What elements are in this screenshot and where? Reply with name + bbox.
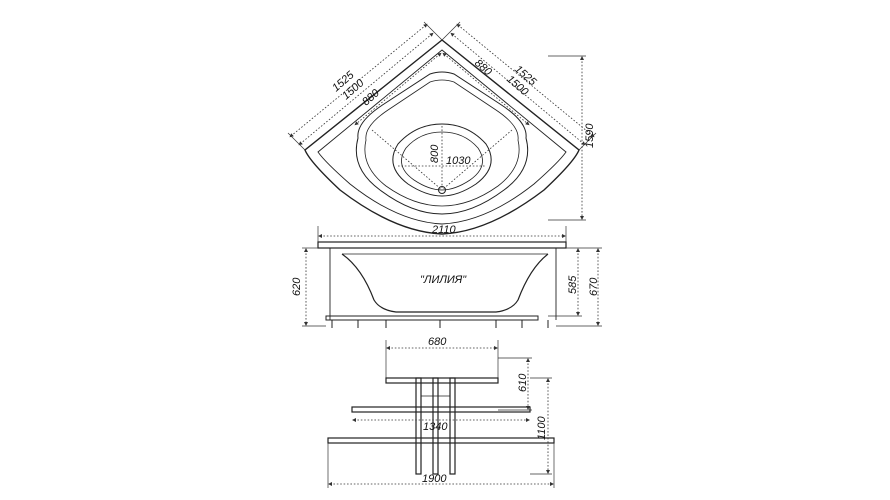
dim-frame-height: 670 [588, 277, 600, 296]
dim-top-width: 680 [428, 336, 447, 348]
height-dim: 1590 [548, 55, 596, 221]
dim-top-depth: 610 [517, 373, 529, 392]
frame-post-right [449, 377, 456, 475]
frame-view: 680 610 1100 1340 1900 [327, 336, 555, 488]
frame-post-center [432, 377, 439, 475]
tub-side-body [341, 253, 549, 313]
frame-top-bar [385, 377, 499, 384]
drain-icon [438, 186, 446, 194]
side-view: 2110 "ЛИЛИЯ" 620 585 670 [291, 224, 602, 328]
tub-inner-rim [317, 49, 567, 225]
right-dims: 880 1500 1525 [441, 21, 597, 151]
frame-bottom-bar [327, 437, 555, 444]
bowl-width-label: 1030 [446, 155, 471, 167]
dim-mid-width: 1340 [423, 421, 448, 433]
dim-inner-right: 880 [472, 57, 494, 79]
dim-bottom-width: 1900 [422, 473, 447, 485]
dim-rim-height: 585 [567, 275, 579, 294]
left-dims: 1525 1500 880 [287, 21, 443, 151]
top-view: 800 1030 1525 1500 880 880 1500 1525 [287, 21, 597, 235]
frame-middle-bar [351, 406, 531, 413]
dim-height-total: 620 [291, 277, 303, 296]
tub-rim [317, 241, 567, 249]
dim-length: 2110 [431, 224, 457, 236]
dim-height: 1590 [584, 123, 596, 148]
bowl-depth-label: 800 [429, 144, 441, 163]
legs [325, 315, 549, 328]
frame-post-left [415, 377, 422, 475]
dim-depth: 1100 [536, 415, 548, 440]
model-name: "ЛИЛИЯ" [420, 274, 467, 286]
